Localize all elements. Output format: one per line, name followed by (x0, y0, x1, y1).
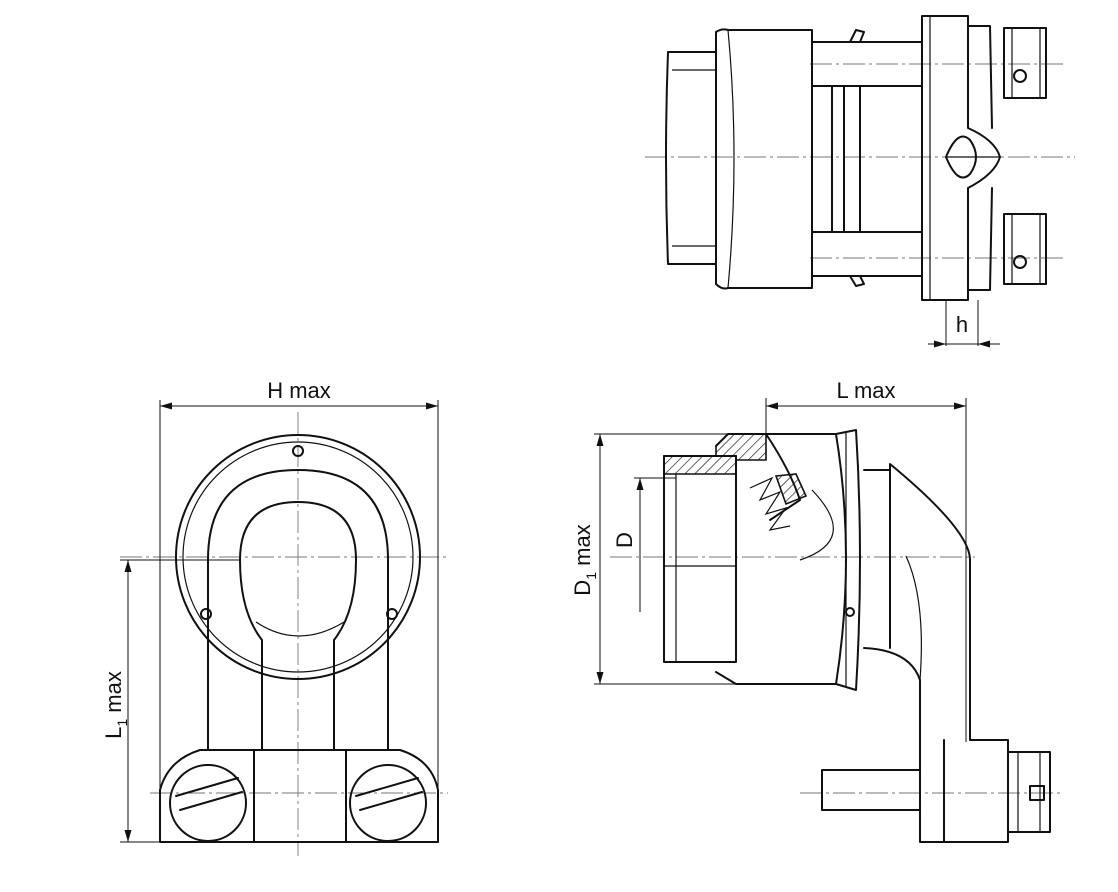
dim-h-max-label: H max (267, 378, 331, 403)
dim-l-max-label: L max (836, 378, 895, 403)
section-view: L max D1 max D (570, 378, 1060, 843)
top-side-view: h (645, 15, 1075, 348)
front-view: H max L1 max (101, 378, 448, 856)
dim-d-label: D (612, 532, 637, 548)
dim-d1-max-label: D1 max (570, 524, 599, 595)
dim-l1-max-label: L1 max (101, 671, 130, 739)
dim-h-label: h (956, 312, 968, 337)
